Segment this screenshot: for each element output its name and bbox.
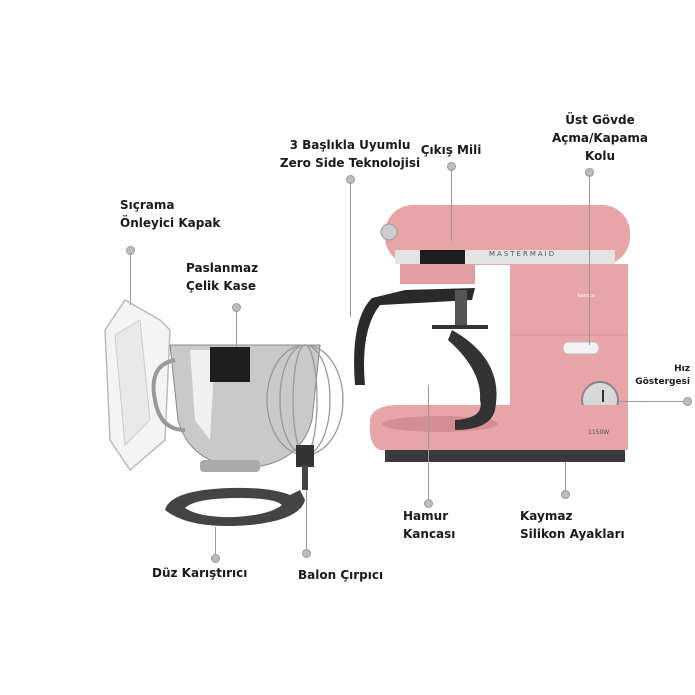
callout-line <box>589 175 590 345</box>
callout-text: Balon Çırpıcı <box>298 568 384 582</box>
logo-text: karaca <box>578 293 595 299</box>
callout-text: Göstergesi <box>635 377 690 387</box>
callout-text: Paslanmaz <box>186 261 259 275</box>
callout-steel-bowl: Paslanmaz Çelik Kase <box>186 259 258 295</box>
callout-text: Çıkış Mili <box>420 143 482 157</box>
mixer-body <box>354 205 630 462</box>
flat-beater-image <box>165 487 305 526</box>
callout-text: Üst Gövde <box>565 113 635 127</box>
splash-guard-image <box>104 299 171 472</box>
callout-text: Silikon Ayakları <box>520 527 625 541</box>
callout-dot <box>683 397 692 406</box>
callout-text: Kancası <box>403 527 456 541</box>
callout-balloon-whisk: Balon Çırpıcı <box>298 566 383 584</box>
power-text: 1150W <box>588 429 610 436</box>
callout-head-lever: Üst Gövde Açma/Kapama Kolu <box>552 111 648 165</box>
callout-text: Hız <box>674 364 690 374</box>
callout-zero-side: 3 Başlıkla Uyumlu Zero Side Teknolojisi <box>280 136 420 172</box>
callout-splash-guard: Sıçrama Önleyici Kapak <box>120 196 220 232</box>
callout-text: Açma/Kapama <box>551 131 649 145</box>
callout-dough-hook: Hamur Kancası <box>403 507 455 543</box>
callout-line <box>350 182 351 317</box>
callout-text: 3 Başlıkla Uyumlu <box>289 138 411 152</box>
callout-dot <box>424 499 433 508</box>
callout-line <box>619 401 684 402</box>
brand-name: MASTERMAID <box>489 250 557 258</box>
callout-line <box>130 253 131 305</box>
callout-text: Önleyici Kapak <box>120 216 221 230</box>
callout-line <box>306 490 307 550</box>
callout-line <box>565 462 566 492</box>
balloon-whisk-image <box>266 344 344 490</box>
callout-line <box>215 527 216 555</box>
callout-flat-beater: Düz Karıştırıcı <box>152 564 247 582</box>
callout-line <box>451 169 452 241</box>
callout-feet: Kaymaz Silikon Ayakları <box>520 507 625 543</box>
callout-text: Zero Side Teknolojisi <box>279 156 421 170</box>
callout-speed-indicator: Hız Göstergesi <box>635 363 690 389</box>
callout-line <box>236 310 237 347</box>
callout-text: Kolu <box>584 149 615 163</box>
callout-dot <box>302 549 311 558</box>
callout-text: Çelik Kase <box>186 279 257 293</box>
callout-text: Sıçrama <box>120 198 175 212</box>
callout-text: Düz Karıştırıcı <box>152 566 248 580</box>
callout-output-shaft: Çıkış Mili <box>421 141 482 159</box>
callout-dot <box>561 490 570 499</box>
callout-text: Kaymaz <box>520 509 573 523</box>
callout-line <box>428 385 429 500</box>
callout-dot <box>211 554 220 563</box>
callout-text: Hamur <box>403 509 449 523</box>
